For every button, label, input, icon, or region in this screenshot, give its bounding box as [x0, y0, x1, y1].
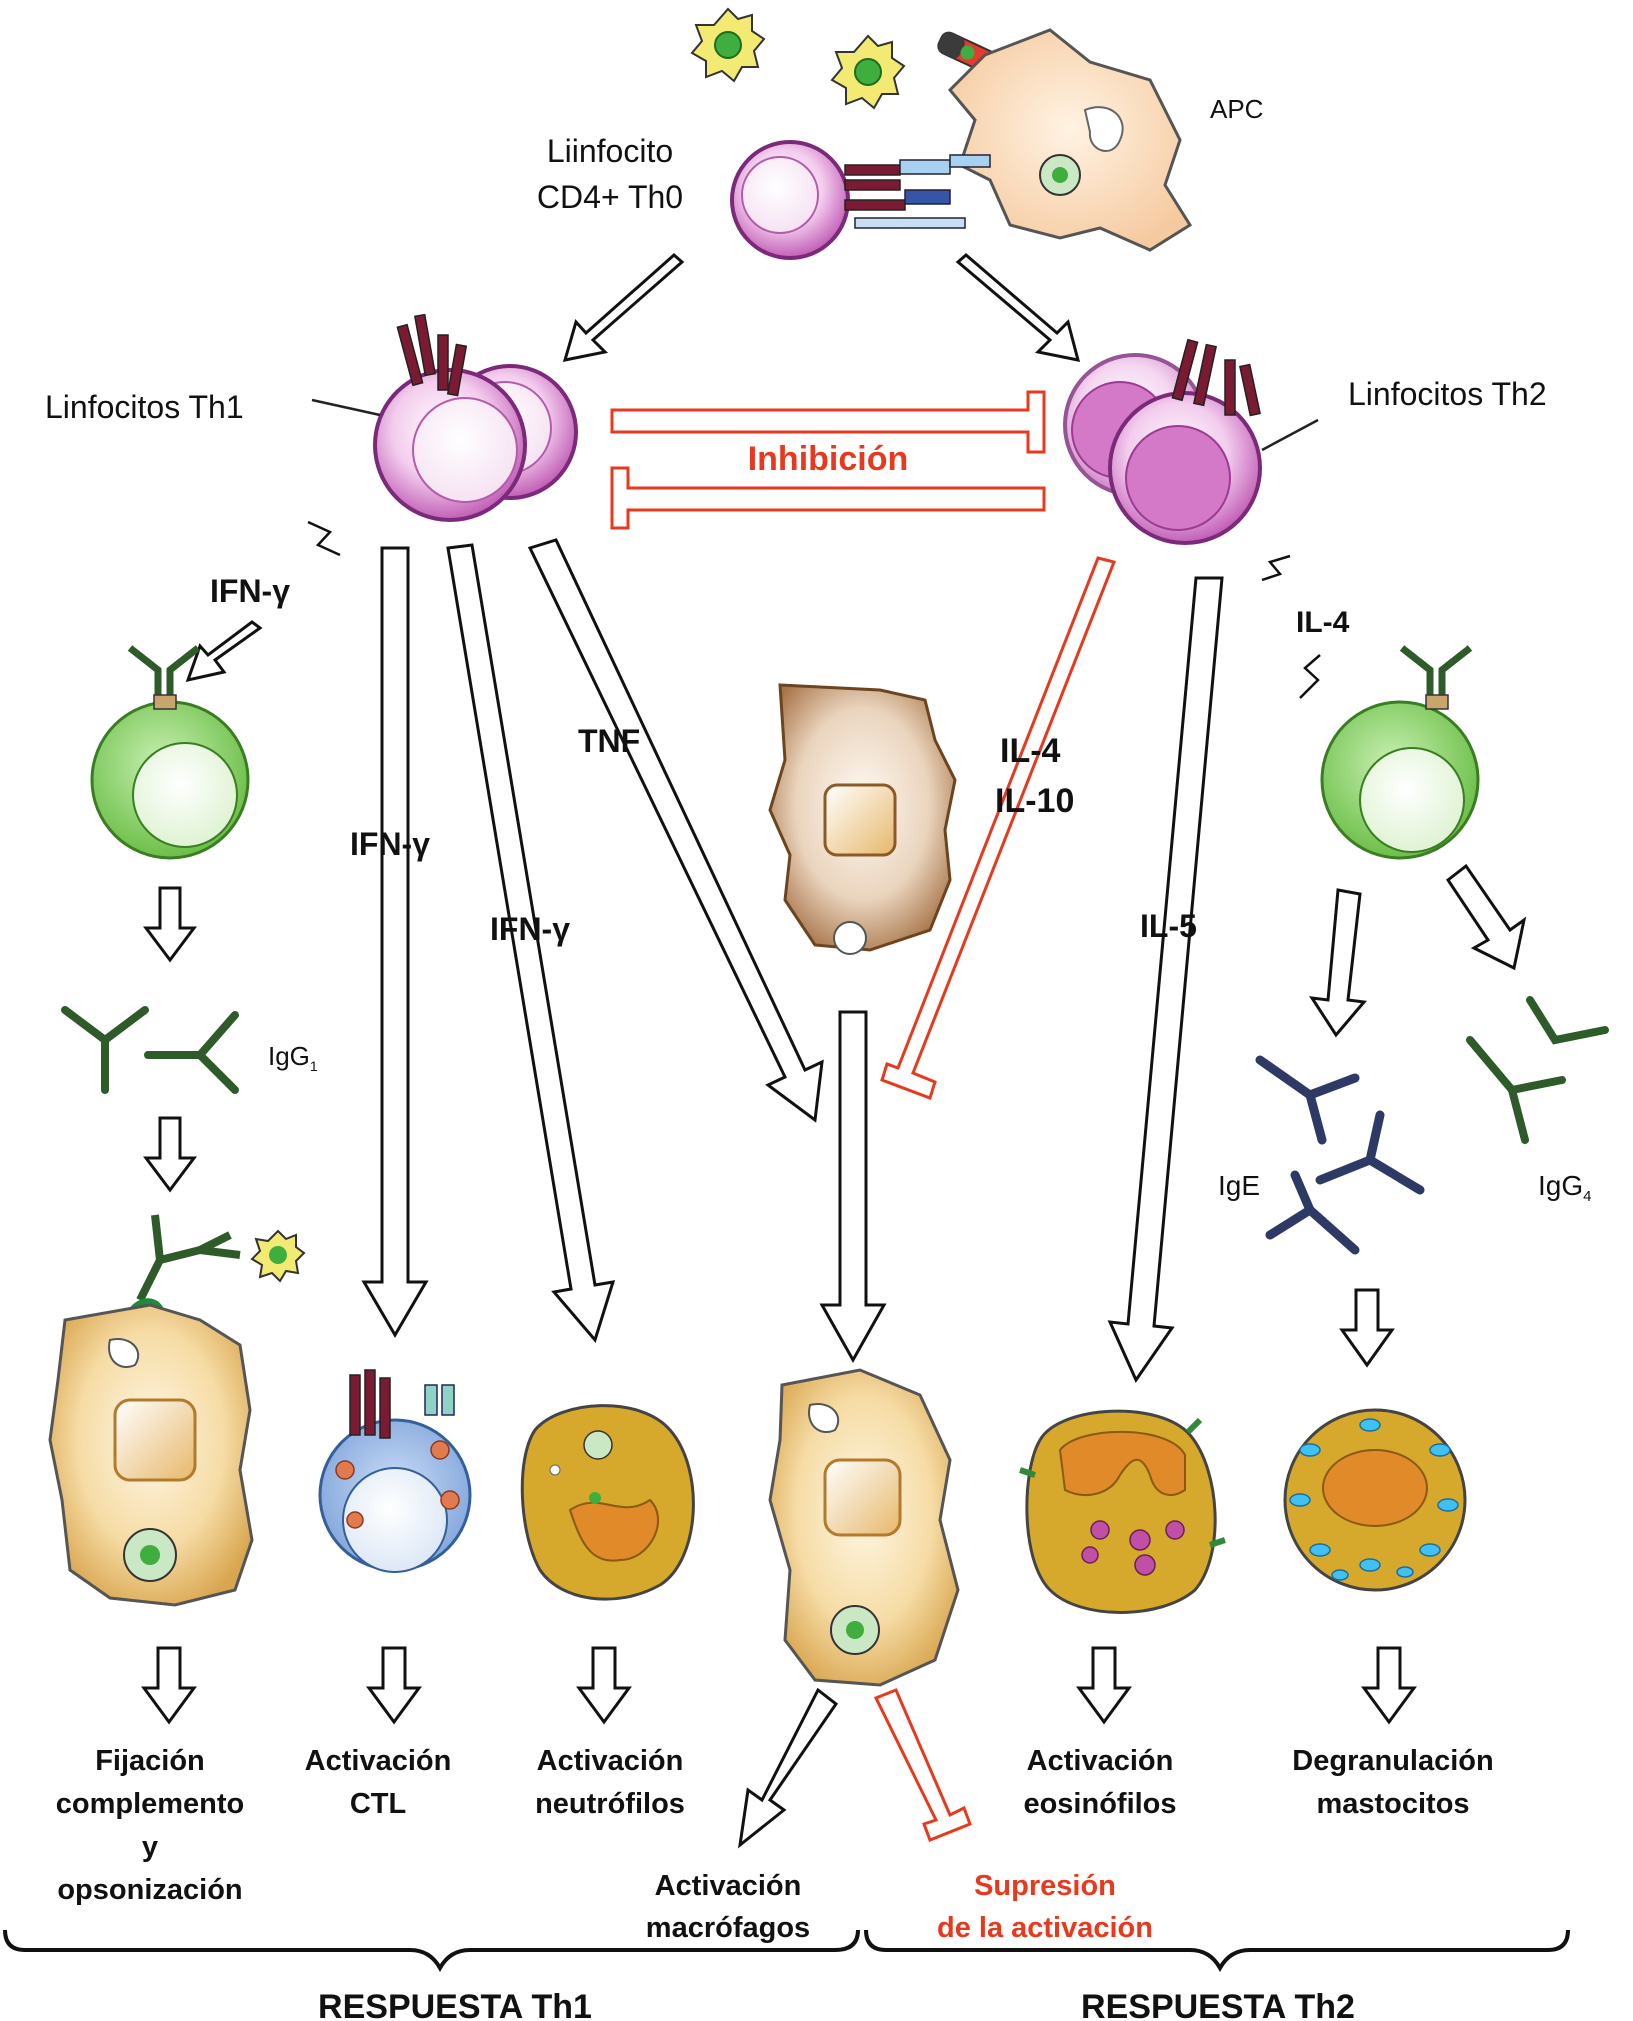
masto-line1: Degranulación	[1292, 1745, 1493, 1777]
pathogen-1	[690, 7, 766, 83]
igg4-antibodies	[1466, 996, 1609, 1144]
tcr-receptor-icon	[844, 154, 991, 229]
ifn-gamma-ctl-label: IFN-γ	[350, 826, 430, 862]
fijacion-line4: opsonización	[57, 1874, 242, 1906]
outcome-eosinofilos: Activación eosinófilos	[1023, 1745, 1176, 1820]
th0-label-line2: CD4+ Th0	[537, 179, 683, 215]
supresion-line1: Supresión	[974, 1870, 1116, 1902]
ifn-gamma-small-label: IFN-γ	[210, 573, 290, 609]
neutrophil-cell	[520, 1404, 695, 1601]
arrow-supresion	[873, 1688, 972, 1842]
eosinophil-cell	[1019, 1409, 1226, 1614]
outcome-ctl: Activación CTL	[305, 1745, 452, 1820]
th1-cell	[373, 313, 578, 522]
ige-label: IgE	[1218, 1170, 1260, 1201]
macro-line2: macrófagos	[646, 1912, 810, 1944]
il5-label: IL-5	[1140, 908, 1197, 944]
igg1-label: IgG1	[268, 1041, 318, 1074]
tnf-label: TNF	[578, 723, 640, 759]
arrow-ige-to-mastocyte	[1339, 1288, 1395, 1368]
arrow-th1-to-neutrophil	[446, 543, 616, 1344]
ifn-zigzag-left	[307, 520, 341, 557]
th2-label: Linfocitos Th2	[1348, 376, 1547, 412]
outcome-neutrofilos: Activación neutrófilos	[535, 1745, 685, 1820]
il4-zigzag-to-bcell	[1299, 654, 1321, 699]
igg1-antibodies	[61, 1006, 239, 1094]
apc-label: APC	[1210, 94, 1263, 124]
apc-cell	[947, 28, 1193, 252]
outcome-arrows	[141, 1646, 1417, 1849]
arrow-ifn-to-bcell	[185, 620, 263, 683]
th2-cell	[1063, 338, 1262, 545]
outcome-supresion: Supresión de la activación	[937, 1870, 1153, 1944]
il4-small-label: IL-4	[1296, 606, 1350, 639]
opsonized-pathogen	[126, 1214, 306, 1321]
outcome-fijacion: Fijación complemento y opsonización	[56, 1745, 245, 1906]
inhibit-th2-to-macrophage	[880, 556, 1117, 1100]
brace-th2	[864, 1929, 1570, 1973]
ctl-line2: CTL	[350, 1788, 406, 1820]
arrow-bcell-to-igg4	[1445, 863, 1527, 971]
th1-label: Linfocitos Th1	[45, 389, 244, 425]
neutro-line1: Activación	[537, 1745, 684, 1777]
th0-label-line1: Liinfocito	[547, 133, 673, 169]
ctl-line1: Activación	[305, 1745, 452, 1777]
igg4-label: IgG4	[1538, 1170, 1591, 1205]
outcome-macrofagos: Activación macrófagos	[646, 1870, 810, 1944]
b-cell-th1	[90, 645, 250, 860]
macrophage-th1	[48, 1303, 254, 1607]
neutro-line2: neutrófilos	[535, 1788, 685, 1820]
ifn-gamma-neutro-label: IFN-γ	[490, 911, 570, 947]
arrow-th0-to-th1	[562, 253, 685, 362]
il10-red-label: IL-10	[995, 782, 1074, 820]
resting-macrophage	[768, 683, 957, 955]
outcome-mastocitos: Degranulación mastocitos	[1292, 1745, 1493, 1820]
il4-red-label: IL-4	[1000, 732, 1061, 770]
ctl-cell	[318, 1369, 472, 1573]
response-th2-label: RESPUESTA Th2	[1081, 1988, 1355, 2021]
fijacion-line2: complemento	[56, 1788, 245, 1820]
arrow-bcell-to-ige	[1308, 888, 1367, 1038]
response-th1-label: RESPUESTA Th1	[318, 1988, 592, 2021]
th2-label-pointer	[1261, 418, 1319, 452]
fijacion-line1: Fijación	[95, 1745, 205, 1777]
th1-label-pointer	[311, 398, 381, 417]
inhibition-arrows	[610, 390, 1046, 530]
il4-zigzag-right	[1261, 554, 1291, 582]
b-cell-th2	[1320, 645, 1480, 860]
arrow-bcell-to-igg1	[143, 886, 197, 963]
inhibition-label: Inhibición	[748, 440, 909, 478]
th0-cell	[730, 140, 850, 260]
arrow-th1-to-ctl	[361, 546, 429, 1338]
ige-antibodies	[1255, 1055, 1425, 1255]
mastocyte-cell	[1283, 1408, 1467, 1592]
arrow-th0-to-th2	[955, 253, 1081, 362]
macro-line1: Activación	[655, 1870, 802, 1902]
pathogen-2	[830, 34, 906, 110]
eosino-line2: eosinófilos	[1023, 1788, 1176, 1820]
arrow-th2-to-eosinophil	[1107, 576, 1224, 1384]
fijacion-line3: y	[142, 1831, 158, 1863]
eosino-line1: Activación	[1027, 1745, 1174, 1777]
arrow-th1-to-macrophage-tnf	[527, 538, 824, 1123]
supresion-line2: de la activación	[937, 1912, 1153, 1944]
brace-th1	[3, 1929, 860, 1973]
arrow-igg1-to-macrophage	[143, 1116, 197, 1193]
activated-macrophage	[768, 1368, 960, 1687]
masto-line2: mastocitos	[1316, 1788, 1469, 1820]
arrow-macrophage-to-activated	[819, 1010, 887, 1364]
